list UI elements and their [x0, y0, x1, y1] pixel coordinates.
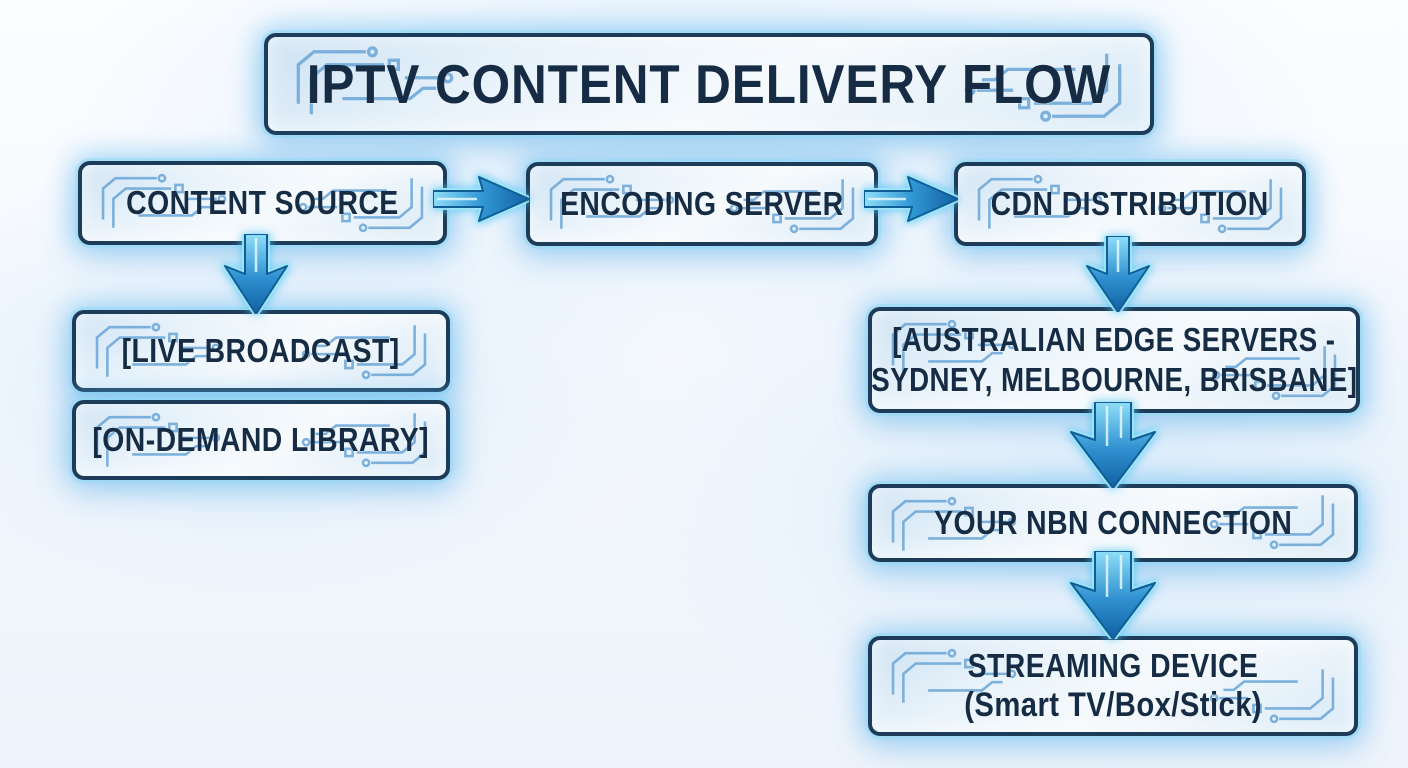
node-cdn-distribution: CDN DISTRIBUTION: [954, 162, 1306, 246]
arrow-right-icon: [864, 174, 958, 224]
node-live-broadcast: [LIVE BROADCAST]: [72, 310, 450, 392]
node-on-demand-library-label: [ON-DEMAND LIBRARY]: [92, 421, 430, 459]
arrow-down-icon: [1068, 402, 1158, 488]
node-streaming-device-line1: STREAMING DEVICE: [967, 646, 1259, 684]
arrow-down-icon: [1068, 551, 1158, 639]
node-edge-servers-line2: SYDNEY, MELBOURNE, BRISBANE]: [870, 361, 1358, 398]
node-nbn-connection-label: YOUR NBN CONNECTION: [933, 504, 1293, 542]
node-on-demand-library: [ON-DEMAND LIBRARY]: [72, 400, 450, 480]
node-edge-servers-line1: [AUSTRALIAN EDGE SERVERS -: [892, 321, 1336, 359]
node-encoding-server: ENCODING SERVER: [526, 162, 878, 246]
node-content-source: CONTENT SOURCE: [78, 161, 447, 245]
arrow-down-icon: [1084, 236, 1152, 312]
node-cdn-distribution-label: CDN DISTRIBUTION: [990, 185, 1270, 223]
node-live-broadcast-label: [LIVE BROADCAST]: [121, 332, 401, 370]
arrow-down-icon: [222, 234, 290, 314]
title-box: IPTV CONTENT DELIVERY FLOW: [264, 33, 1154, 135]
diagram-title: IPTV CONTENT DELIVERY FLOW: [306, 53, 1112, 115]
node-content-source-label: CONTENT SOURCE: [126, 184, 399, 222]
node-streaming-device: STREAMING DEVICE (Smart TV/Box/Stick): [868, 636, 1358, 736]
arrow-right-icon: [433, 174, 529, 224]
node-streaming-device-line2: (Smart TV/Box/Stick): [964, 686, 1262, 725]
node-edge-servers: [AUSTRALIAN EDGE SERVERS - SYDNEY, MELBO…: [868, 307, 1360, 413]
node-encoding-server-label: ENCODING SERVER: [560, 185, 844, 223]
